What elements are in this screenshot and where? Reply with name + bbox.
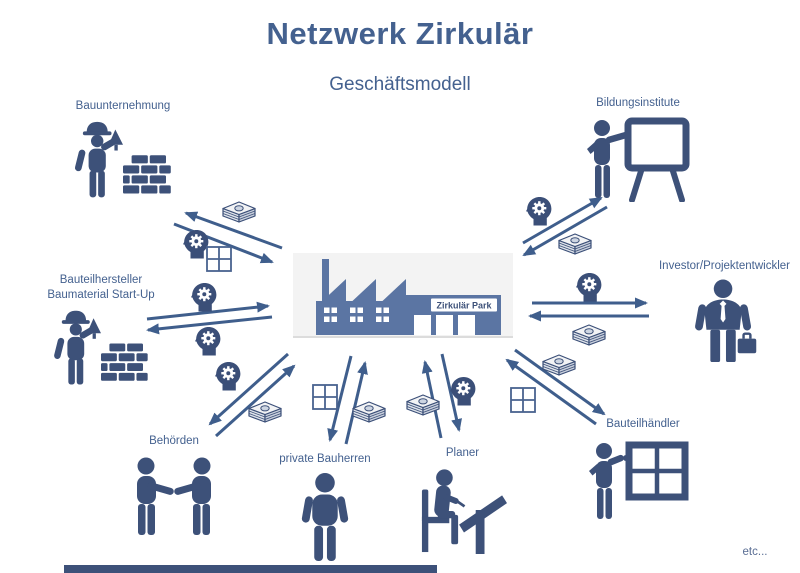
- factory-sign-label: Zirkulär Park: [436, 301, 492, 311]
- diagram-subtitle: Geschäftsmodell: [329, 74, 471, 95]
- connection-behoerden-out: [208, 352, 290, 426]
- stakeholder-bauteilhaendler: Bauteilhändler: [580, 417, 706, 521]
- stakeholder-label: Behörden: [149, 435, 199, 447]
- handshake-icon: [137, 457, 211, 535]
- connection-private-bauherren-out: [327, 355, 353, 442]
- stakeholder-label: Bauunternehmung: [75, 100, 171, 112]
- connection-private-bauherren-in: [344, 361, 368, 445]
- connection-bildungsinstitute-out: [522, 196, 603, 245]
- connection-bauunternehmung-out: [184, 211, 283, 250]
- etc-label: etc...: [742, 546, 768, 558]
- stakeholder-bauunternehmung: Bauunternehmung: [58, 99, 188, 205]
- connection-bauteilhaendler-in: [505, 358, 597, 426]
- construction-worker-icon: [54, 310, 148, 385]
- stakeholder-label: private Bauherren: [279, 453, 371, 465]
- knowledge-icon: [183, 230, 209, 259]
- window-icon: [312, 384, 338, 410]
- stakeholder-label: Bildungsinstitute: [596, 97, 680, 109]
- stakeholder-investor: Investor/Projektentwickler: [652, 259, 797, 363]
- knowledge-icon: [576, 273, 602, 302]
- diagram-title: Netzwerk Zirkulär: [266, 16, 534, 51]
- connection-bildungsinstitute-in: [522, 205, 608, 257]
- money-icon: [352, 401, 386, 423]
- presenter-whiteboard-icon: [587, 117, 690, 202]
- stakeholder-behoerden: Behörden: [122, 434, 226, 536]
- knowledge-icon: [191, 283, 217, 312]
- person-drafting-table-icon: [421, 469, 507, 554]
- money-icon: [558, 233, 592, 255]
- money-icon: [248, 401, 282, 423]
- factory-icon: Zirkulär Park: [316, 259, 501, 335]
- stakeholder-label: Investor/Projektentwickler: [658, 260, 791, 272]
- connection-bauunternehmung-in: [173, 222, 274, 264]
- businessman-briefcase-icon: [694, 279, 756, 362]
- bottom-bar: [64, 565, 437, 573]
- zirkulaer-park-node: Zirkulär Park: [293, 253, 513, 338]
- money-icon: [222, 201, 256, 223]
- knowledge-icon: [526, 197, 552, 226]
- stakeholder-label: Planer: [445, 447, 480, 459]
- person-window-icon: [589, 441, 689, 519]
- stakeholder-label: Bauteilhändler: [606, 418, 680, 430]
- knowledge-icon: [215, 362, 241, 391]
- connection-bauteilhaendler-out: [514, 348, 606, 416]
- window-icon: [206, 246, 232, 272]
- construction-worker-icon: [74, 121, 171, 198]
- connection-behoerden-in: [214, 364, 296, 438]
- standing-person-icon: [301, 472, 349, 561]
- money-icon: [572, 324, 606, 346]
- connection-bauteilhersteller-out: [146, 315, 273, 335]
- window-icon: [510, 387, 536, 413]
- stakeholder-private-bauherren: private Bauherren: [266, 452, 384, 562]
- stakeholder-planer: Planer: [410, 446, 515, 554]
- knowledge-icon: [195, 327, 221, 356]
- stakeholder-bildungsinstitute: Bildungsinstitute: [572, 96, 704, 202]
- connection-bauteilhersteller-in: [146, 301, 270, 321]
- connection-planer-out: [440, 353, 462, 432]
- stakeholder-label: Bauteilhersteller Baumaterial Start-Up: [47, 274, 155, 301]
- stakeholder-bauteilhersteller: Bauteilhersteller Baumaterial Start-Up: [32, 273, 170, 392]
